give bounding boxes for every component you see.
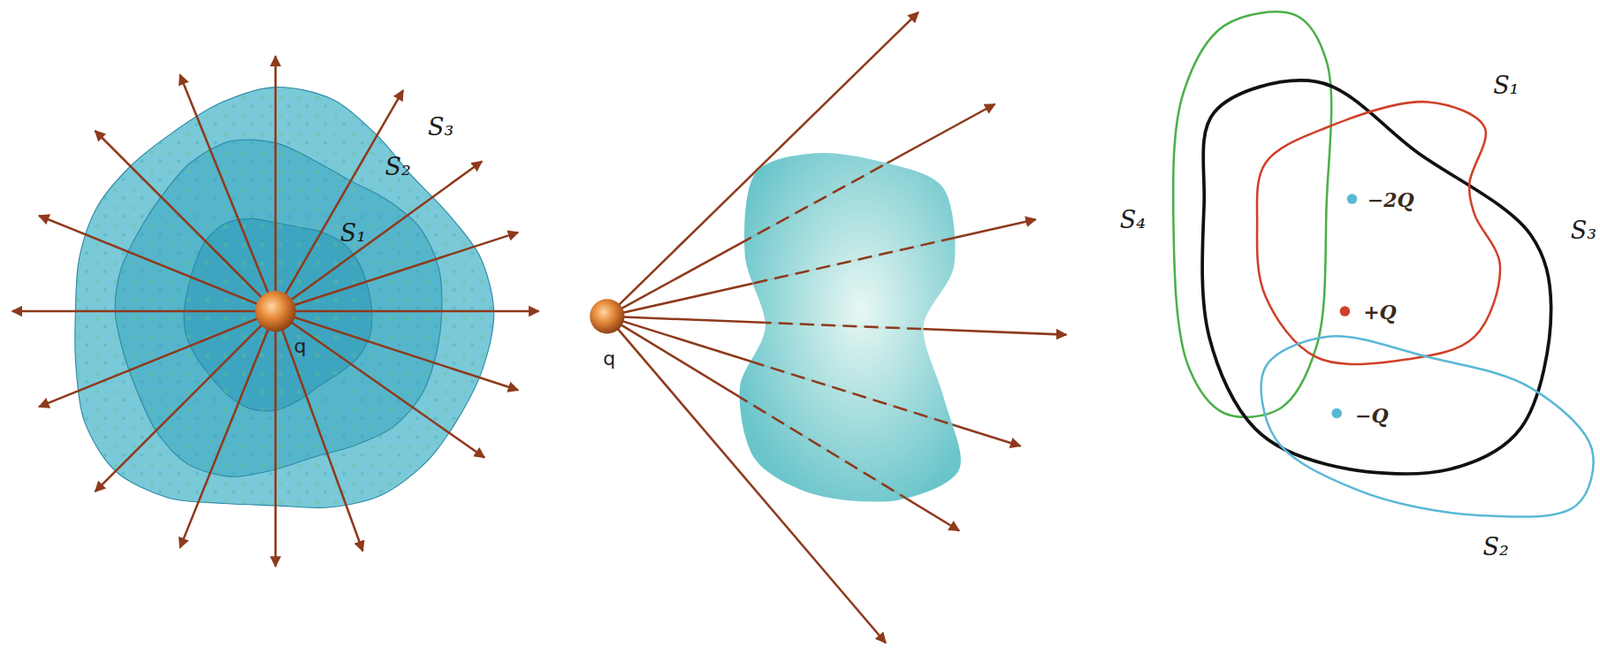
surface-texture	[114, 139, 442, 477]
point-charge	[255, 290, 297, 332]
field-line	[12, 310, 276, 313]
surface-s1	[1257, 101, 1501, 365]
surface-label: S₃	[1570, 218, 1597, 243]
field-line	[180, 75, 276, 313]
charge-label: q	[602, 349, 616, 369]
gaussian-surface	[75, 87, 495, 509]
field-line	[275, 311, 364, 551]
field-line	[275, 311, 519, 390]
charge-dot	[1340, 305, 1351, 317]
surface-s3	[1202, 80, 1552, 474]
dashed-lines	[607, 12, 1067, 643]
field-line	[275, 232, 519, 312]
field-line-inside	[607, 316, 1067, 336]
surface-label: S₂	[1483, 534, 1509, 559]
field-line	[38, 215, 276, 312]
field-line-inside	[607, 12, 919, 317]
surface-label: S₃	[427, 114, 454, 139]
field-line	[180, 311, 276, 549]
field-line	[95, 311, 276, 492]
charge-label: q	[293, 336, 306, 357]
field-line	[274, 311, 277, 567]
field-line-inside	[607, 104, 996, 317]
field-line-inside	[607, 316, 960, 531]
point-charge	[589, 298, 625, 334]
surface-label: S₂	[385, 154, 412, 179]
surface-texture	[75, 87, 495, 509]
gaussian-surface	[114, 139, 442, 477]
field-line-inside	[607, 316, 886, 643]
field-line	[275, 90, 404, 312]
surface-label: S₄	[1120, 207, 1146, 232]
charge-label: −Q	[1355, 405, 1389, 426]
field-line	[274, 55, 277, 312]
closed-surface	[739, 152, 961, 503]
field-line-inside	[607, 219, 1037, 317]
charge-dot	[1331, 408, 1342, 420]
surface-s4	[1173, 11, 1332, 417]
middle-panel	[589, 12, 1067, 643]
field-line	[275, 311, 485, 458]
field-line	[38, 311, 276, 407]
field-line	[95, 130, 276, 312]
left-panel	[12, 55, 540, 566]
field-line	[275, 310, 540, 313]
charge-label: +Q	[1363, 302, 1397, 322]
charge-label: −2Q	[1367, 190, 1415, 210]
right-panel	[1173, 11, 1593, 517]
field-line	[275, 160, 482, 312]
surface-s2	[1261, 335, 1594, 517]
charge-dot	[1347, 193, 1358, 205]
surface-label: S₁	[1493, 73, 1519, 98]
field-line-inside	[607, 316, 1021, 447]
surface-label: S₁	[340, 220, 366, 245]
